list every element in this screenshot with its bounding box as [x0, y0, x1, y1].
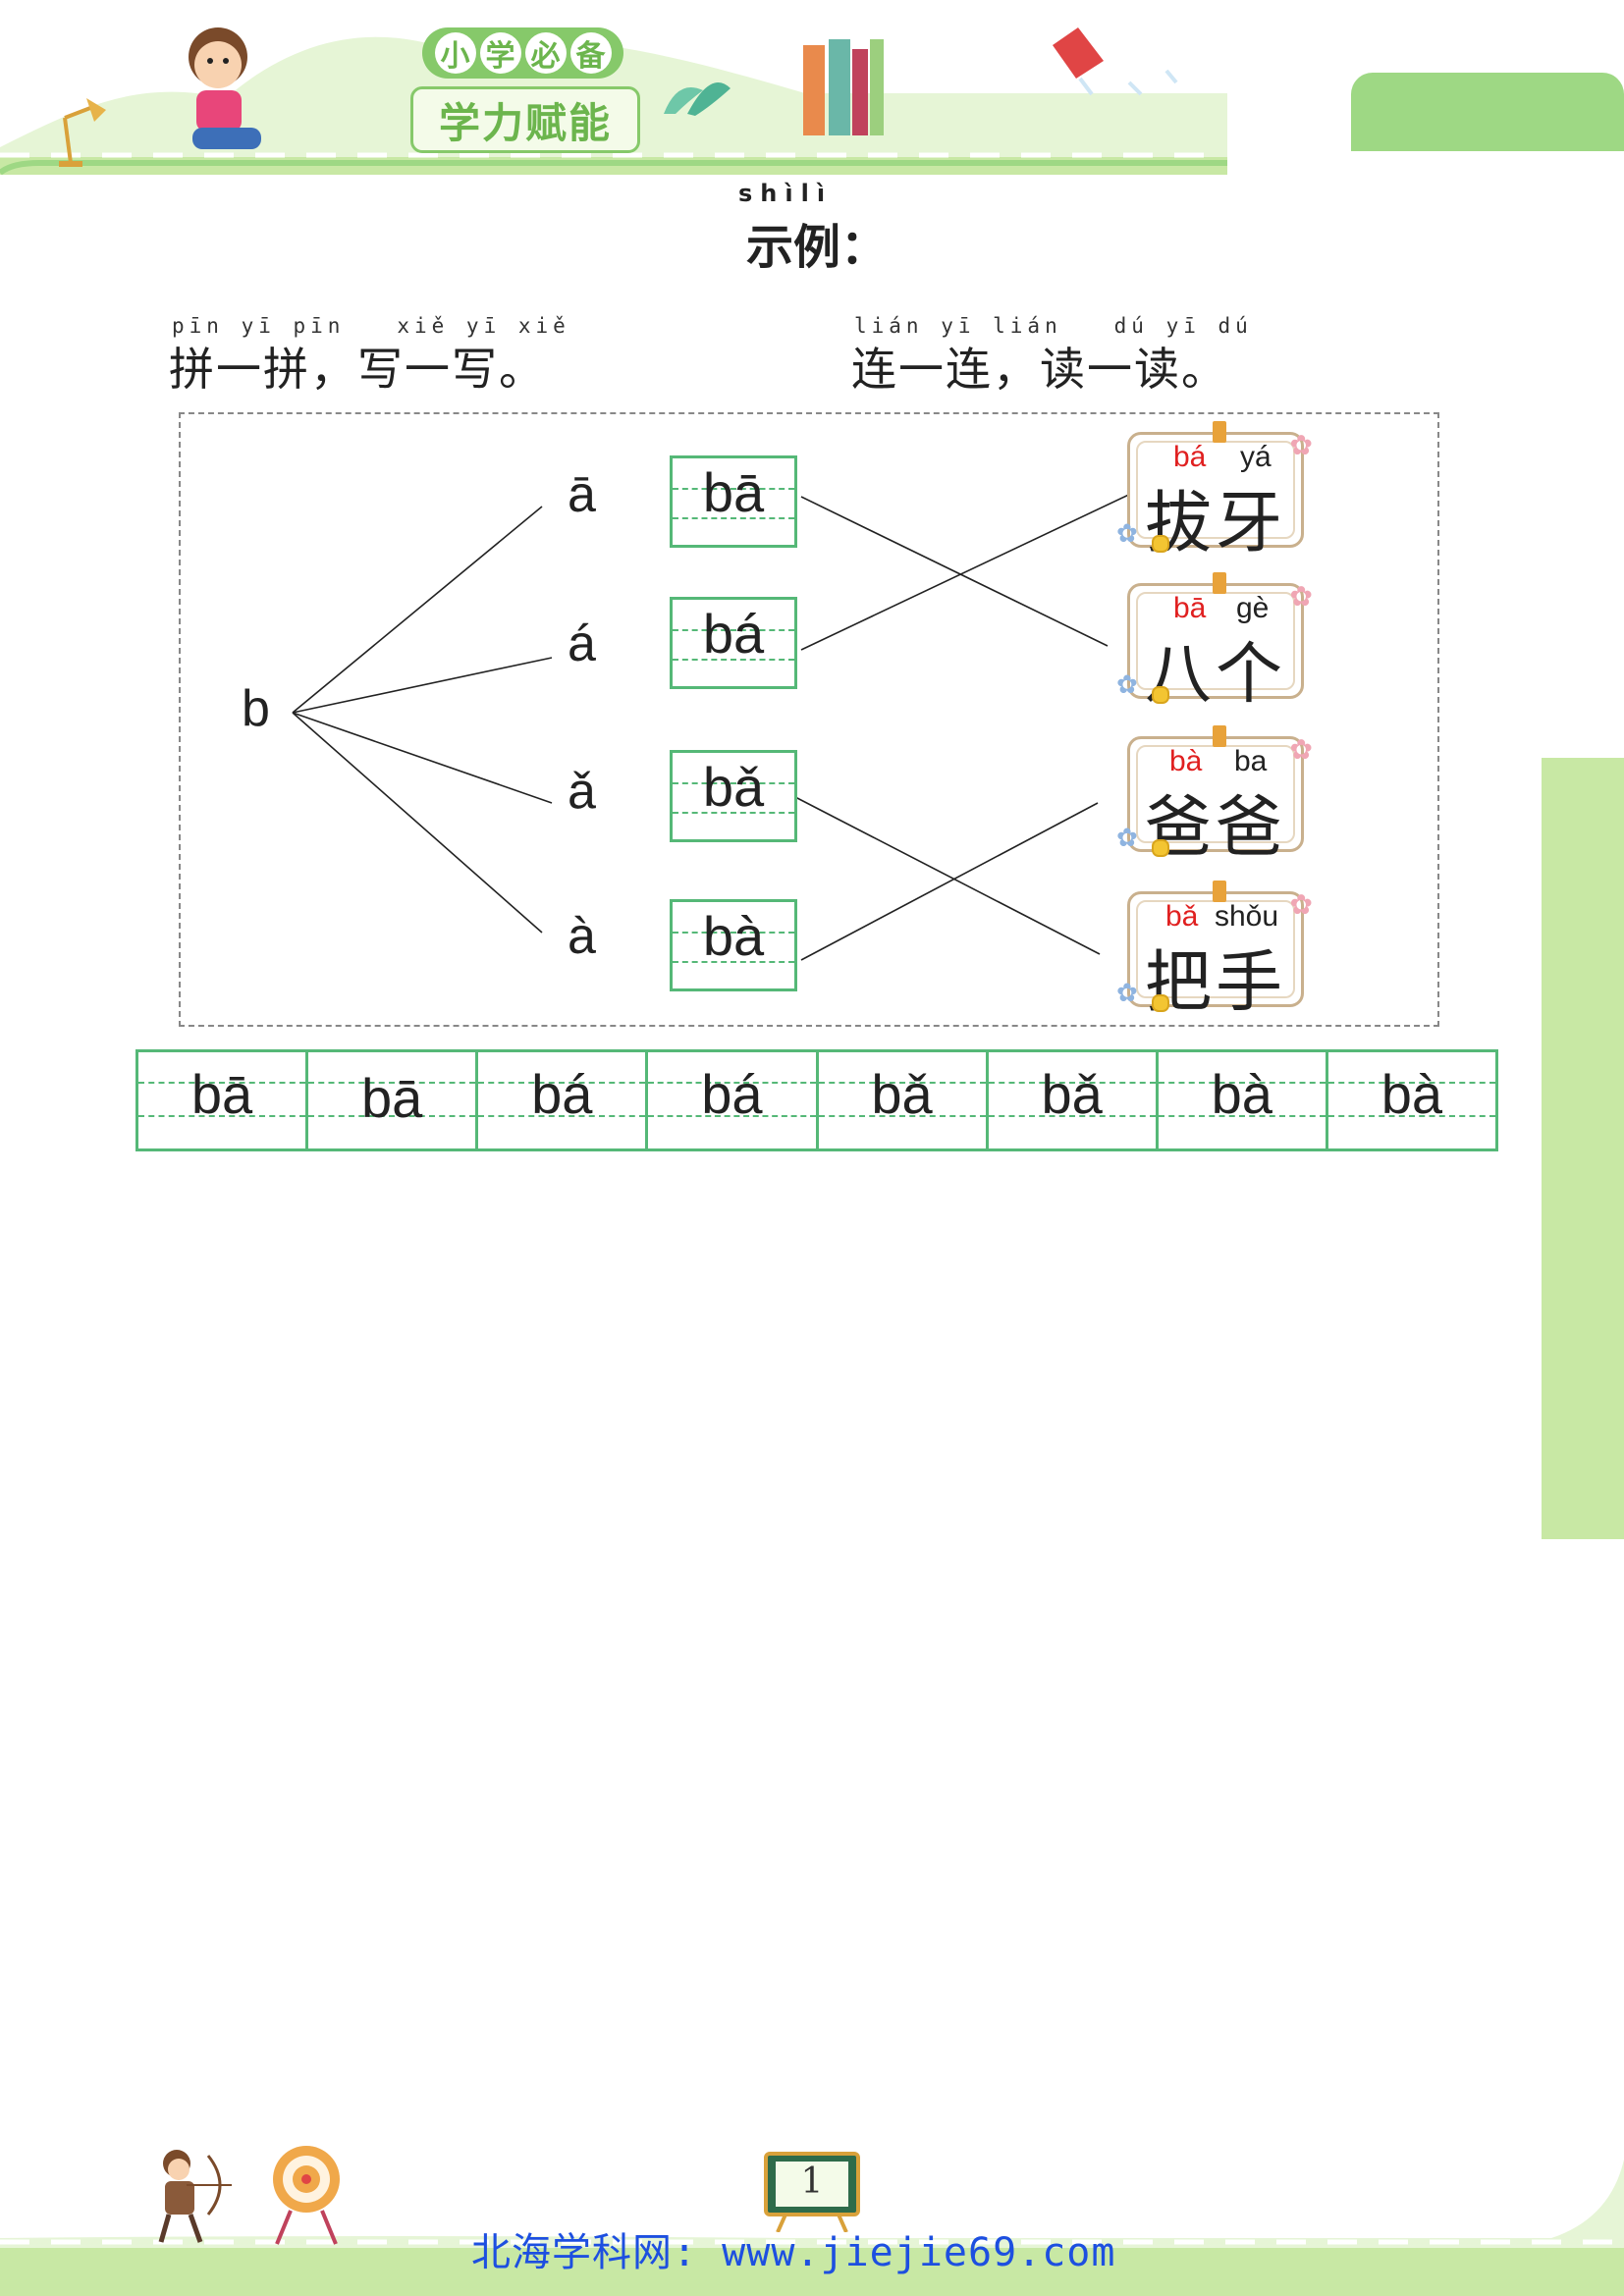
- star-icon: ✿: [1289, 888, 1313, 921]
- final-vowel: à: [568, 908, 596, 965]
- dot-icon: [1152, 535, 1169, 553]
- badge-char: 备: [569, 32, 612, 74]
- final-vowel: á: [568, 615, 596, 672]
- writing-cell-text: bá: [531, 1063, 593, 1125]
- desk-lamp-icon: [59, 98, 106, 167]
- badge-char: 必: [524, 32, 567, 74]
- syllable-text: bà: [702, 905, 765, 967]
- books-icon: [803, 39, 884, 135]
- branch-line: [292, 712, 543, 934]
- exercise-box: [179, 412, 1439, 1027]
- match-line: [794, 796, 1101, 955]
- star-icon: ✿: [1116, 824, 1138, 853]
- match-line: [800, 496, 1109, 647]
- footer-decoration: [0, 2146, 1624, 2296]
- writing-cell-text: bā: [361, 1067, 423, 1129]
- instruction-pinyin: lián yī lián dú yī dú: [854, 314, 1253, 338]
- writing-cell: bà: [1327, 1052, 1495, 1148]
- dot-icon: [1152, 686, 1169, 704]
- star-icon: ✿: [1289, 733, 1313, 766]
- pin-tab-icon: [1213, 881, 1226, 902]
- header-badge-bottom: 学力赋能: [410, 86, 640, 153]
- word-card: bǎ shǒu 把手 ✿ ✿: [1116, 881, 1313, 1022]
- red-flag-icon: [1053, 27, 1178, 96]
- word-card: bá yá 拔牙 ✿ ✿: [1116, 421, 1313, 562]
- branch-line: [292, 712, 553, 804]
- instruction-pinyin: pīn yī pīn xiě yī xiě: [172, 314, 570, 338]
- writing-cell-text: bá: [701, 1063, 763, 1125]
- syllable-box: bà: [670, 899, 797, 991]
- match-line: [800, 490, 1138, 651]
- instruction-text: 拼一拼，写一写。: [169, 343, 546, 396]
- syllable-text: bā: [702, 461, 765, 523]
- badge-char: 小: [434, 32, 476, 74]
- writing-cell: bǎ: [818, 1052, 989, 1148]
- writing-cell: bā: [308, 1052, 479, 1148]
- pin-tab-icon: [1213, 725, 1226, 747]
- match-line: [800, 802, 1099, 961]
- word-card: bā gè 八个 ✿ ✿: [1116, 572, 1313, 714]
- title-pinyin: shìlì: [738, 180, 834, 207]
- writing-cell: bà: [1158, 1052, 1328, 1148]
- star-icon: ✿: [1116, 979, 1138, 1008]
- right-side-bar-decoration: [1542, 758, 1624, 1539]
- writing-grid: bā bā bá bá bǎ bǎ bà bà: [135, 1049, 1498, 1151]
- word-pinyin: shǒu: [1215, 900, 1279, 933]
- initial-letter: b: [242, 680, 270, 737]
- top-right-tab-decoration: [1351, 73, 1624, 151]
- dot-icon: [1152, 994, 1169, 1012]
- writing-cell-text: bǎ: [1041, 1063, 1103, 1125]
- syllable-text: bǎ: [702, 756, 765, 818]
- dot-icon: [1152, 839, 1169, 857]
- target-icon: [273, 2146, 340, 2245]
- writing-cell: bá: [478, 1052, 649, 1148]
- syllable-box: bā: [670, 455, 797, 548]
- footer-website: 北海学科网: www.jiejie69.com: [471, 2230, 1116, 2275]
- word-pinyin-red: bā: [1173, 592, 1207, 624]
- word-pinyin: gè: [1236, 592, 1270, 624]
- header-badge-top: 小 学 必 备: [422, 27, 623, 79]
- branch-line: [292, 506, 543, 714]
- word-card: bà ba 爸爸 ✿ ✿: [1116, 725, 1313, 867]
- word-pinyin-red: bà: [1169, 745, 1203, 777]
- page-title: 示例：: [746, 220, 889, 275]
- syllable-text: bá: [702, 603, 765, 665]
- page-number: 1: [800, 2162, 824, 2202]
- plant-icon: [664, 81, 731, 116]
- writing-cell: bá: [648, 1052, 819, 1148]
- star-icon: ✿: [1116, 519, 1138, 549]
- word-pinyin-red: bǎ: [1165, 900, 1199, 933]
- final-vowel: ǎ: [568, 763, 596, 820]
- badge-char: 学: [479, 32, 521, 74]
- syllable-box: bá: [670, 597, 797, 689]
- star-icon: ✿: [1289, 429, 1313, 461]
- writing-cell-text: bǎ: [871, 1063, 933, 1125]
- final-vowel: ā: [568, 466, 596, 523]
- pin-tab-icon: [1213, 421, 1226, 443]
- writing-cell-text: bà: [1211, 1063, 1272, 1125]
- word-pinyin: ba: [1234, 745, 1268, 777]
- branch-line: [292, 657, 553, 714]
- word-pinyin-red: bá: [1173, 441, 1207, 473]
- instruction-text: 连一连，读一读。: [851, 343, 1228, 396]
- pin-tab-icon: [1213, 572, 1226, 594]
- page-number-board: 1: [762, 2150, 862, 2232]
- star-icon: ✿: [1116, 670, 1138, 700]
- syllable-box: bǎ: [670, 750, 797, 842]
- writing-cell: bǎ: [988, 1052, 1159, 1148]
- star-icon: ✿: [1289, 580, 1313, 613]
- archer-illustration: [158, 2150, 232, 2243]
- word-pinyin: yá: [1240, 441, 1272, 473]
- writing-cell-text: bà: [1380, 1063, 1443, 1125]
- writing-cell-text: bā: [190, 1063, 253, 1125]
- writing-cell: bā: [138, 1052, 309, 1148]
- girl-reading-illustration: [189, 27, 261, 149]
- connector-lines: [292, 490, 1138, 961]
